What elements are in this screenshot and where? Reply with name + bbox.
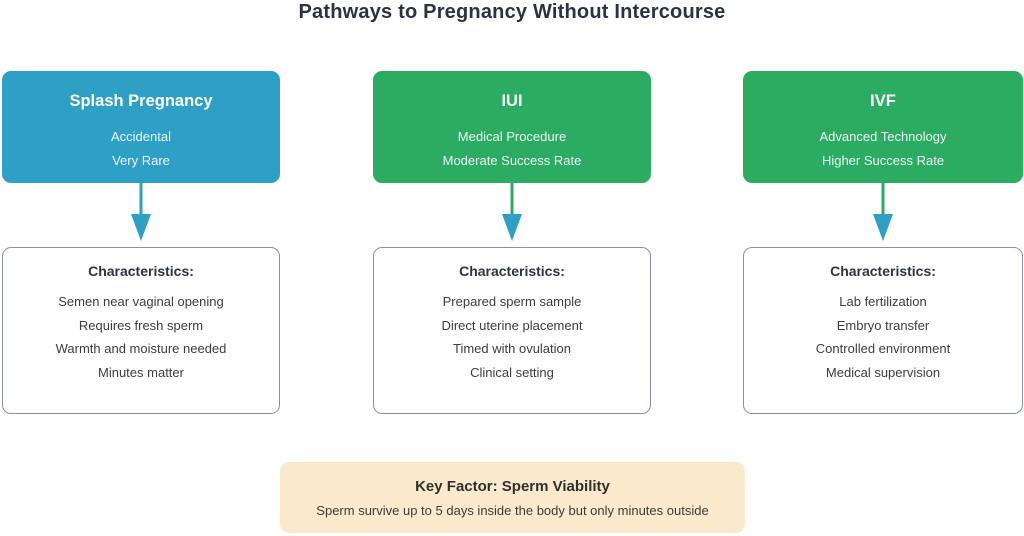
characteristic-item: Requires fresh sperm bbox=[78, 317, 204, 333]
header-box-iui: IUI Medical Procedure Moderate Success R… bbox=[373, 71, 651, 183]
characteristics-box-ivf: Characteristics: Lab fertilization Embry… bbox=[743, 247, 1023, 414]
characteristics-heading: Characteristics: bbox=[830, 263, 936, 279]
characteristic-item: Minutes matter bbox=[98, 364, 184, 380]
header-subline: Moderate Success Rate bbox=[442, 153, 582, 168]
characteristics-box-splash-pregnancy: Characteristics: Semen near vaginal open… bbox=[2, 247, 280, 414]
characteristic-item: Controlled environment bbox=[815, 341, 951, 356]
page-title: Pathways to Pregnancy Without Intercours… bbox=[298, 1, 726, 23]
down-arrow-icon bbox=[501, 183, 523, 241]
header-title: IVF bbox=[870, 92, 896, 110]
characteristic-item: Medical supervision bbox=[825, 364, 941, 380]
header-box-ivf: IVF Advanced Technology Higher Success R… bbox=[743, 71, 1023, 183]
characteristic-item: Lab fertilization bbox=[839, 294, 927, 309]
characteristic-item: Embryo transfer bbox=[836, 317, 930, 333]
arrow-head bbox=[131, 214, 151, 241]
characteristics-heading: Characteristics: bbox=[459, 263, 565, 279]
characteristic-item: Semen near vaginal opening bbox=[58, 294, 224, 309]
down-arrow-icon bbox=[872, 183, 894, 241]
key-factor-description: Sperm survive up to 5 days inside the bo… bbox=[316, 503, 709, 518]
key-factor-box: Key Factor: Sperm Viability Sperm surviv… bbox=[280, 462, 745, 533]
arrow-stem bbox=[881, 183, 885, 214]
arrow-head bbox=[502, 214, 522, 241]
arrow-head bbox=[873, 214, 893, 241]
down-arrow-icon bbox=[130, 183, 152, 241]
column-splash-pregnancy: Splash Pregnancy Accidental Very Rare Ch… bbox=[2, 71, 280, 414]
key-factor-title: Key Factor: Sperm Viability bbox=[415, 478, 610, 495]
column-ivf: IVF Advanced Technology Higher Success R… bbox=[743, 71, 1023, 414]
characteristics-box-iui: Characteristics: Prepared sperm sample D… bbox=[373, 247, 651, 414]
characteristic-item: Clinical setting bbox=[470, 364, 554, 380]
header-subline: Very Rare bbox=[112, 153, 170, 168]
arrow-stem bbox=[510, 183, 514, 214]
characteristic-item: Direct uterine placement bbox=[441, 317, 583, 333]
header-subline: Advanced Technology bbox=[819, 129, 947, 144]
characteristic-item: Timed with ovulation bbox=[452, 341, 571, 356]
header-subline: Higher Success Rate bbox=[821, 153, 945, 168]
characteristic-item: Prepared sperm sample bbox=[442, 294, 582, 309]
characteristic-item: Warmth and moisture needed bbox=[55, 341, 227, 356]
header-box-splash-pregnancy: Splash Pregnancy Accidental Very Rare bbox=[2, 71, 280, 183]
header-title: Splash Pregnancy bbox=[69, 92, 213, 110]
header-subline: Medical Procedure bbox=[457, 129, 567, 144]
header-subline: Accidental bbox=[111, 129, 171, 144]
characteristics-heading: Characteristics: bbox=[88, 263, 194, 279]
arrow-stem bbox=[139, 183, 143, 214]
column-iui: IUI Medical Procedure Moderate Success R… bbox=[373, 71, 651, 414]
header-title: IUI bbox=[501, 92, 523, 110]
